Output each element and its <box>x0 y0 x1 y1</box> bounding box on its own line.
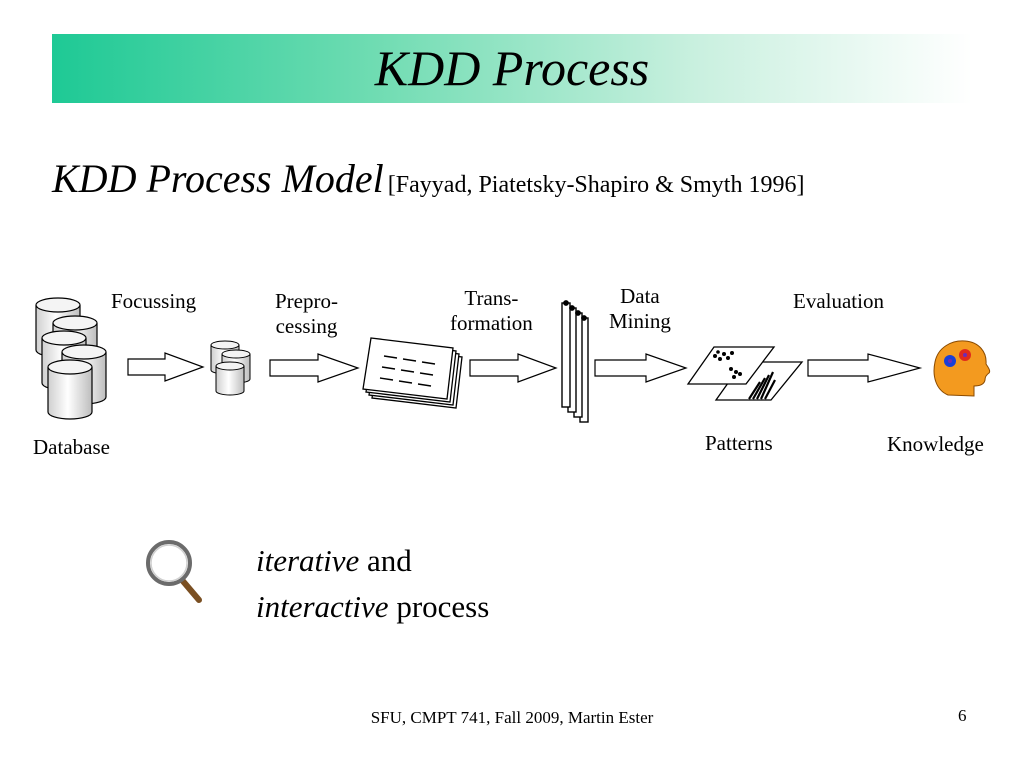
label-transformation-line1: Trans- <box>464 286 519 310</box>
database-icon <box>35 297 107 420</box>
page-number: 6 <box>958 706 967 725</box>
subtitle: KDD Process Model [Fayyad, Piatetsky-Sha… <box>52 155 804 202</box>
label-focussing: Focussing <box>111 289 197 313</box>
label-data-mining: Data Mining <box>609 284 671 334</box>
label-data-mining-line2: Mining <box>609 309 671 333</box>
document-stack-icon <box>362 337 463 409</box>
arrow-preprocessing <box>269 353 360 383</box>
arrow-transformation <box>469 353 558 383</box>
small-database-icon <box>210 340 251 396</box>
label-database: Database <box>33 435 110 459</box>
word-iterative: iterative <box>256 543 360 578</box>
footer-text: SFU, CMPT 741, Fall 2009, Martin Ester <box>370 708 654 727</box>
slide-title: KDD Process <box>374 40 650 96</box>
bottom-line-1: iterative and <box>256 538 489 584</box>
arrow-evaluation <box>807 353 923 383</box>
knowledge-head-icon <box>933 340 991 397</box>
label-evaluation: Evaluation <box>793 289 884 313</box>
label-preprocessing-line1: Prepro- <box>275 289 338 313</box>
label-preprocessing-line2: cessing <box>275 314 338 338</box>
label-data-mining-line1: Data <box>620 284 660 308</box>
label-preprocessing: Prepro- cessing <box>275 289 338 339</box>
word-process: process <box>388 589 490 624</box>
bottom-line-2: interactive process <box>256 584 489 630</box>
arrow-focussing <box>127 352 205 382</box>
label-knowledge: Knowledge <box>887 432 984 456</box>
word-and: and <box>359 543 412 578</box>
label-transformation-line2: formation <box>450 311 533 335</box>
transformed-data-icon <box>561 300 589 423</box>
title-bar: KDD Process <box>52 34 972 103</box>
iterative-interactive-text: iterative and interactive process <box>256 538 489 630</box>
arrow-data-mining <box>594 353 688 383</box>
label-transformation: Trans- formation <box>450 286 533 336</box>
subtitle-main: KDD Process Model <box>52 156 384 201</box>
magnifying-glass-icon <box>146 540 202 603</box>
label-patterns: Patterns <box>705 431 773 455</box>
subtitle-citation: [Fayyad, Piatetsky-Shapiro & Smyth 1996] <box>387 172 805 198</box>
word-interactive: interactive <box>256 589 389 624</box>
patterns-icon <box>686 346 804 401</box>
